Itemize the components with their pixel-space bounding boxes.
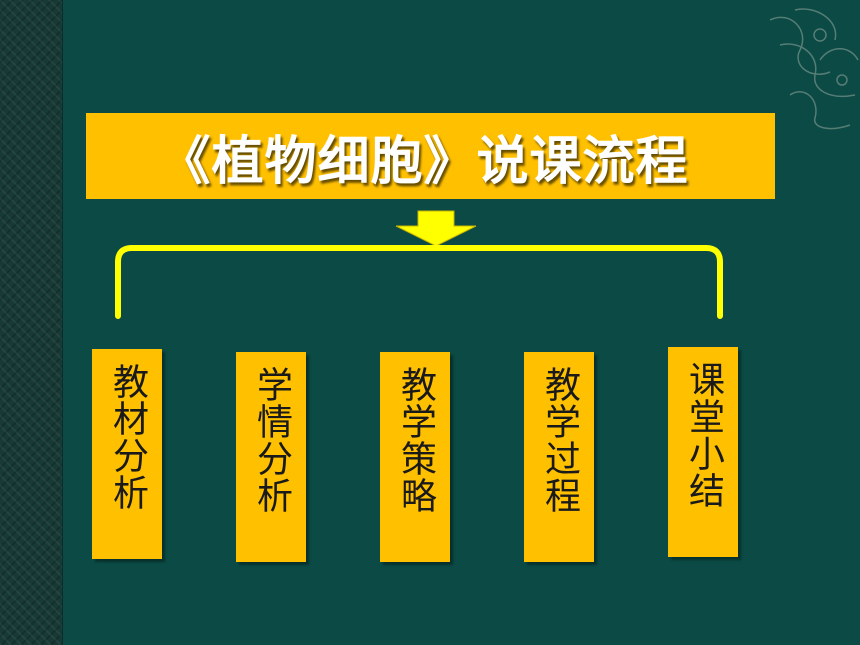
bracket-line [115,245,723,319]
decorative-left-strip [0,0,63,645]
step-label: 教学策略 [395,366,436,514]
step-label: 教学过程 [539,366,580,514]
page-title: 《植物细胞》说课流程 [158,131,689,192]
title-box: 《植物细胞》说课流程 [86,113,775,199]
decorative-ornament-icon [769,8,859,130]
step-box-teaching-process: 教学过程 [524,352,594,562]
step-label: 课堂小结 [683,361,724,509]
step-box-student-analysis: 学情分析 [236,352,306,562]
down-arrow-icon [395,210,477,247]
step-label: 教材分析 [107,363,148,511]
step-box-class-summary: 课堂小结 [668,347,738,557]
step-box-teaching-strategy: 教学策略 [380,352,450,562]
step-box-teaching-material: 教材分析 [92,349,162,559]
step-label: 学情分析 [251,366,292,514]
